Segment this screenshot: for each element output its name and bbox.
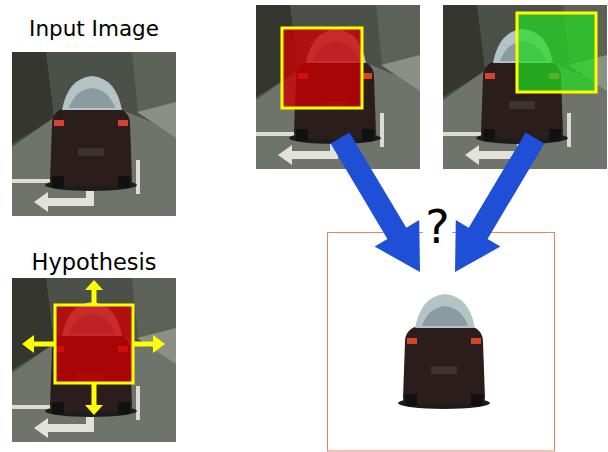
flow-arrow bbox=[455, 132, 544, 272]
hypothesis-photo bbox=[12, 278, 176, 442]
image-panel: Input Image bbox=[0, 16, 188, 42]
input-photo bbox=[12, 52, 176, 216]
result-frame bbox=[328, 233, 555, 452]
flow-arrow bbox=[331, 132, 420, 272]
question-mark: ? bbox=[423, 204, 451, 250]
segmented-car bbox=[398, 294, 490, 409]
hypothesis-box bbox=[22, 280, 165, 415]
panel-heading: Input Image bbox=[0, 16, 188, 42]
candidate-box bbox=[517, 13, 596, 92]
candidate-box bbox=[282, 28, 362, 108]
panel-heading: Hypothesis bbox=[0, 249, 188, 276]
image-panel: Hypothesis bbox=[0, 249, 188, 276]
